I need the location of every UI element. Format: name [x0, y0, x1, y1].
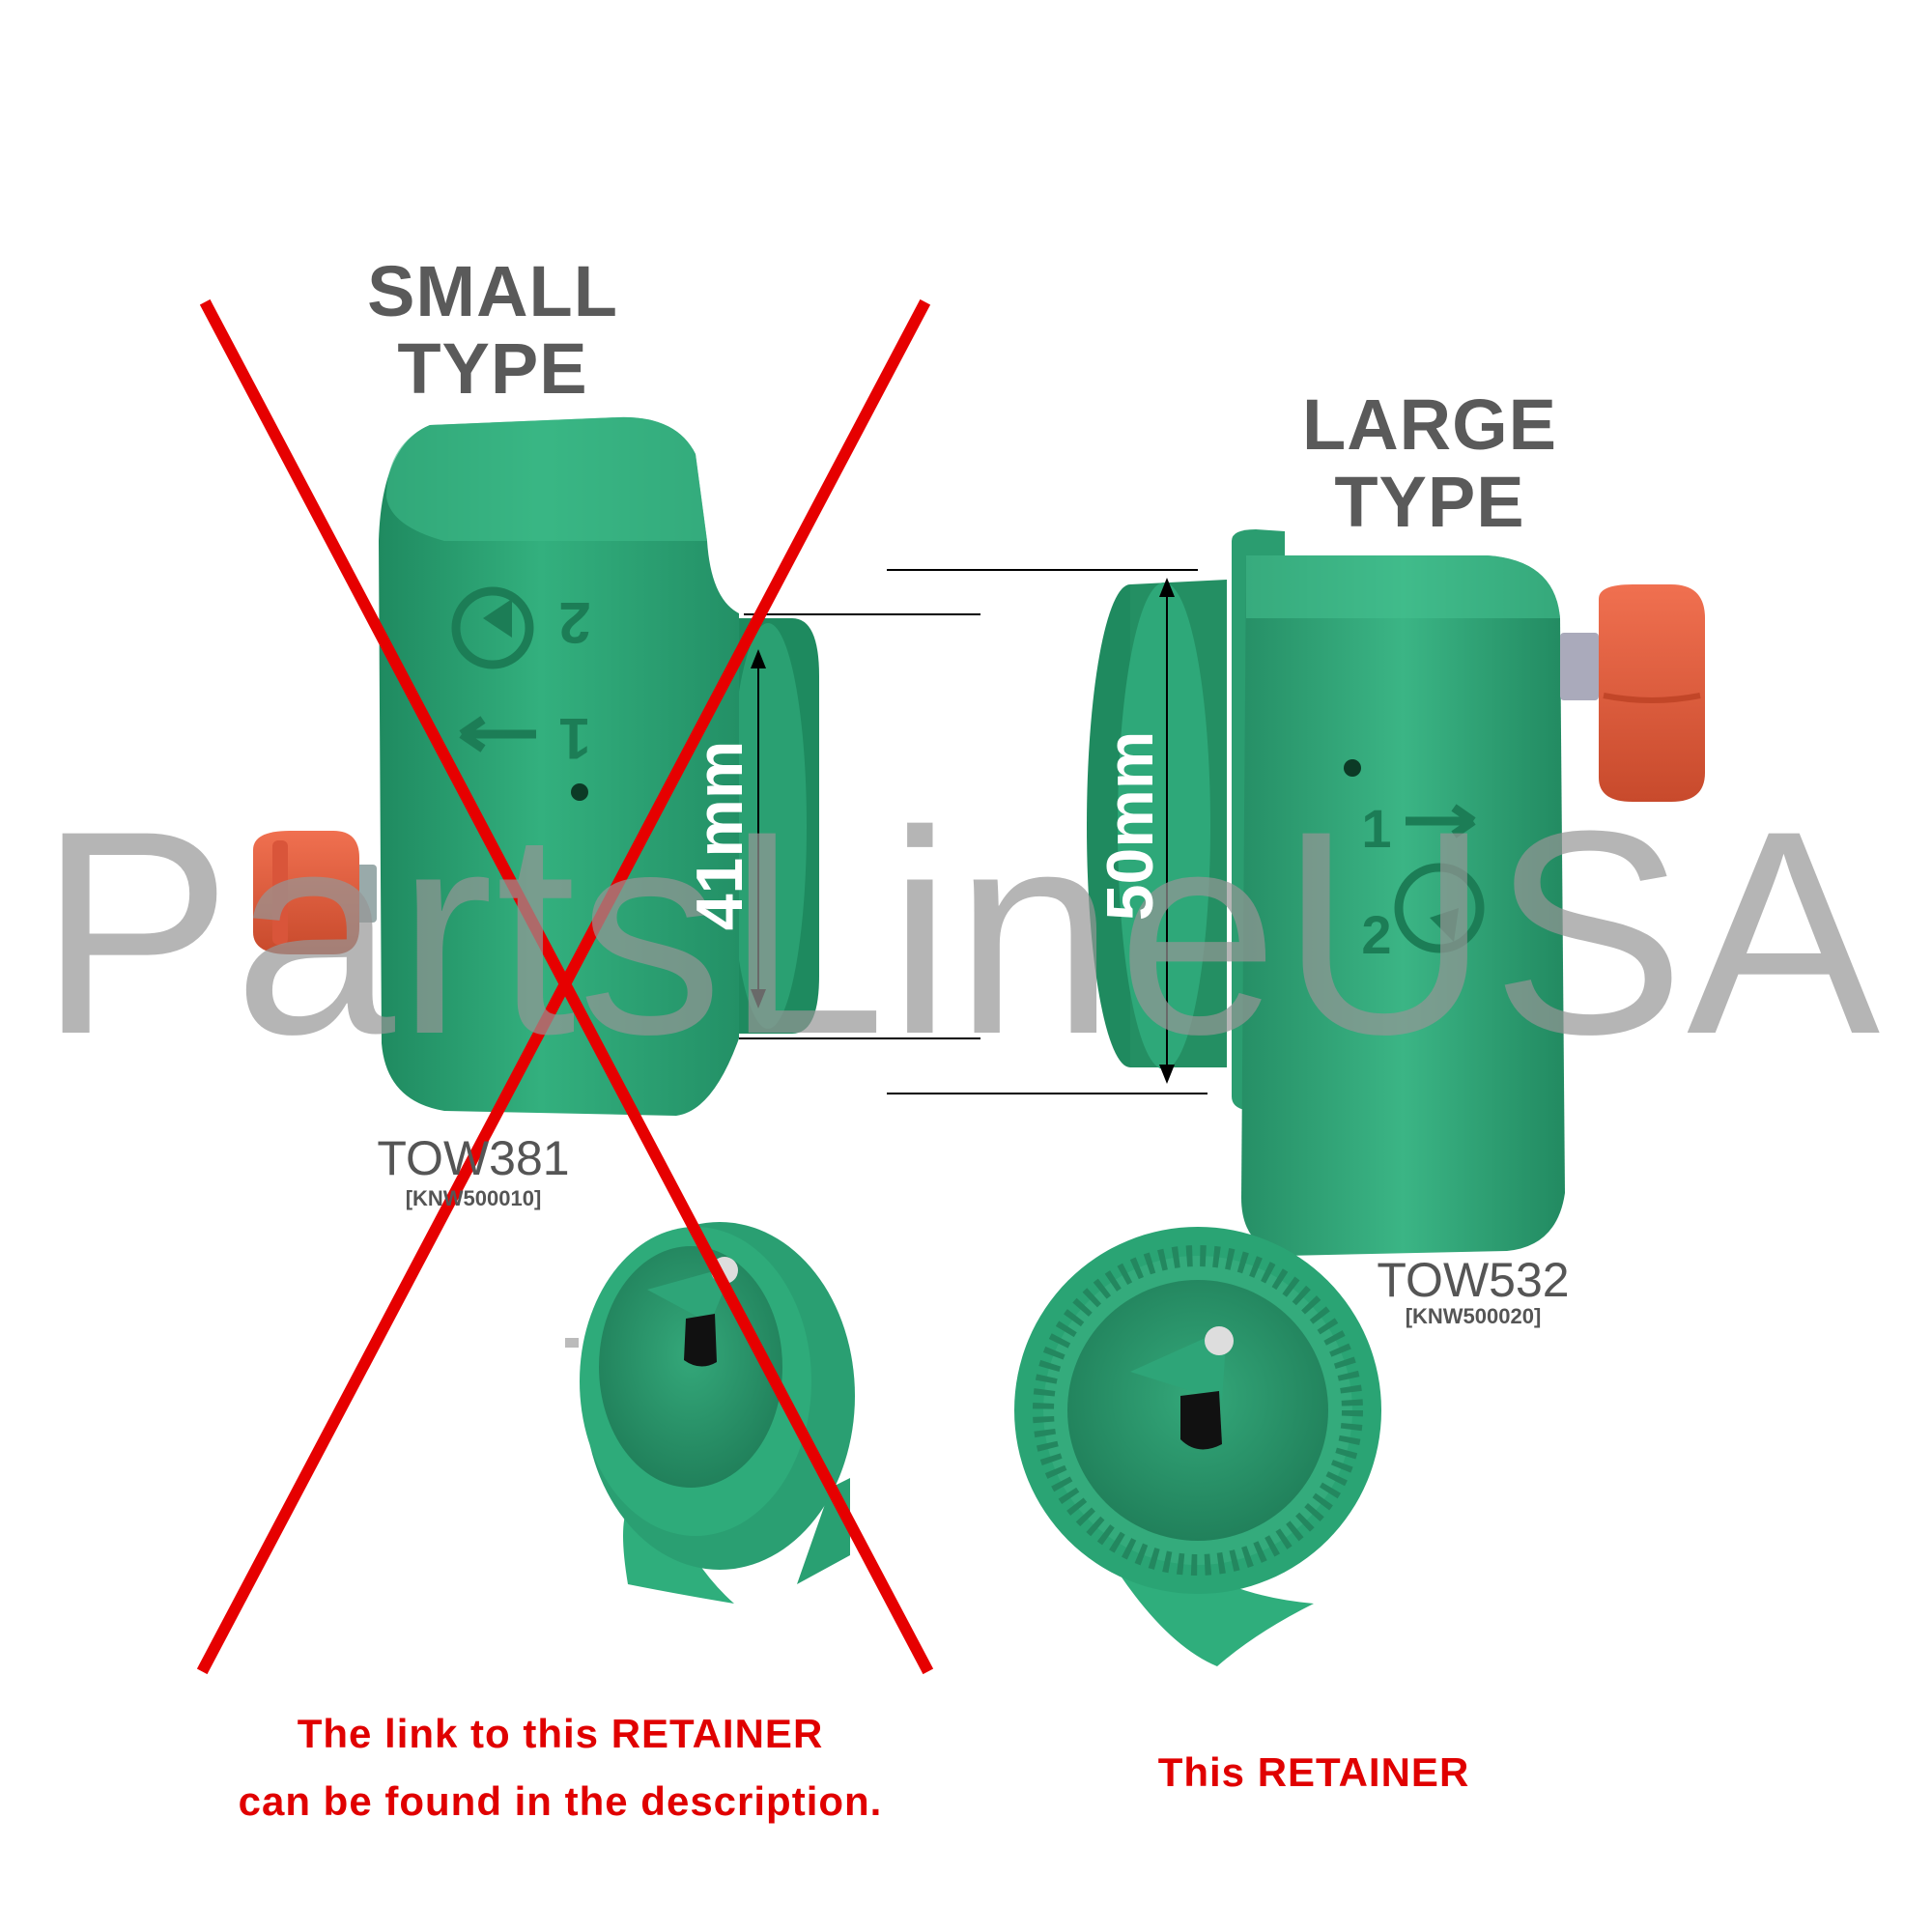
large-diameter-label: 50mm	[1094, 730, 1167, 922]
large-type-title-line2: TYPE	[1334, 462, 1525, 542]
small-part-code: [KNW500010]	[405, 1186, 542, 1210]
cross-out-x	[196, 298, 934, 1675]
left-note: The link to this RETAINER can be found i…	[135, 1700, 985, 1835]
large-type-title-line1: LARGE	[1302, 384, 1557, 465]
left-note-line1: The link to this RETAINER	[297, 1711, 824, 1756]
small-retainer-body	[253, 416, 819, 1116]
small-model-number: TOW381	[377, 1131, 570, 1185]
large-part-code: [KNW500020]	[1405, 1304, 1542, 1328]
small-arrow-number-1: 1	[558, 706, 591, 771]
large-retainer-body	[1087, 529, 1705, 1256]
large-retainer-disc	[1014, 1227, 1381, 1666]
dimension-lines	[739, 569, 1208, 1094]
large-arrow-number-2: 2	[1361, 904, 1392, 965]
large-model-number: TOW532	[1377, 1253, 1570, 1307]
small-diameter-label: 41mm	[683, 740, 756, 931]
small-type-title: SMALL TYPE	[319, 253, 667, 408]
large-arrow-number-1: 1	[1361, 798, 1392, 859]
small-type-title-line2: TYPE	[397, 328, 588, 409]
small-arrow-number-2: 2	[558, 590, 591, 655]
small-retainer-disc	[565, 1222, 855, 1604]
large-type-title: LARGE TYPE	[1256, 386, 1604, 541]
left-note-line2: can be found in the description.	[238, 1778, 883, 1824]
watermark-text: PartsLineUSA	[39, 770, 1883, 1094]
right-note: This RETAINER	[1157, 1749, 1470, 1795]
small-type-title-line1: SMALL	[367, 251, 618, 331]
dimension-arrowheads	[751, 578, 1175, 1084]
